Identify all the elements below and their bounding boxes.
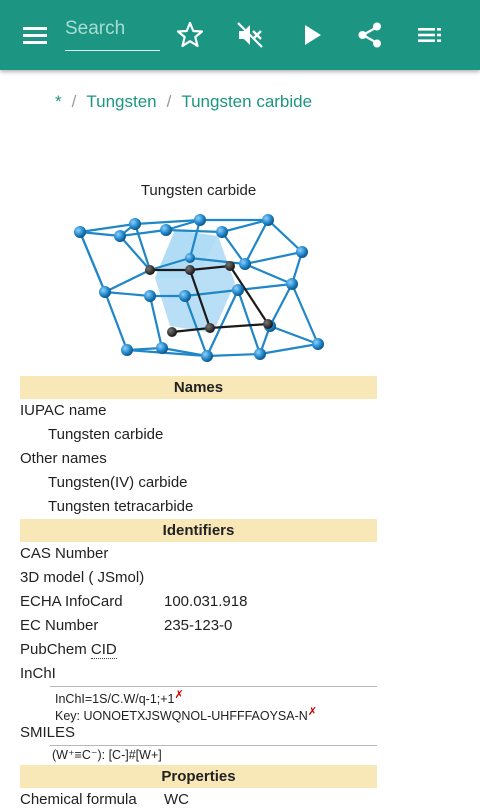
inchi-key-row: Key: UONOETXJSWQNOL-UHFFFAOYSA-N✗ bbox=[20, 704, 377, 724]
inchi-key: Key: UONOETXJSWQNOL-UHFFFAOYSA-N bbox=[55, 709, 308, 724]
divider bbox=[50, 745, 377, 746]
other-name-2: Tungsten tetracarbide bbox=[48, 498, 194, 515]
breadcrumb-tungsten[interactable]: Tungsten bbox=[86, 92, 157, 111]
share-icon[interactable] bbox=[355, 20, 385, 50]
breadcrumb-root[interactable]: * bbox=[55, 92, 62, 111]
menu-icon[interactable] bbox=[20, 20, 50, 50]
echa-label[interactable]: ECHA InfoCard bbox=[20, 593, 123, 610]
echa-value: 100.031.918 bbox=[164, 593, 248, 610]
ec-value: 235-123-0 bbox=[164, 617, 233, 634]
app-bar bbox=[0, 0, 480, 70]
iupac-name-value: Tungsten carbide bbox=[48, 426, 164, 443]
properties-header: Properties bbox=[20, 765, 377, 788]
ec-row: EC Number 235-123-0 bbox=[20, 614, 377, 638]
breadcrumb-separator: / bbox=[166, 92, 172, 111]
inchi-value: InChI=1S/C.W/q-1;+1 bbox=[55, 692, 175, 707]
figure-caption: Tungsten carbide bbox=[140, 182, 257, 199]
volume-off-icon[interactable] bbox=[235, 20, 265, 50]
jsmol-link[interactable]: 3D model ( JSmol) bbox=[20, 569, 145, 586]
cas-number-link[interactable]: CAS Number bbox=[20, 545, 109, 562]
chemical-formula-label[interactable]: Chemical formula bbox=[20, 791, 137, 808]
cid-abbr[interactable]: CID bbox=[90, 641, 117, 659]
identifiers-header: Identifiers bbox=[20, 519, 377, 542]
iupac-name-label: IUPAC name bbox=[20, 402, 107, 419]
smiles-label[interactable]: SMILES bbox=[20, 724, 76, 741]
breadcrumb-separator: / bbox=[71, 92, 77, 111]
molecule-image[interactable] bbox=[70, 208, 330, 363]
star-icon[interactable] bbox=[175, 20, 205, 50]
pubchem-label[interactable]: PubChem bbox=[20, 641, 87, 658]
ec-label[interactable]: EC Number bbox=[20, 617, 99, 634]
search-input[interactable] bbox=[65, 14, 160, 44]
breadcrumb-tungsten-carbide[interactable]: Tungsten carbide bbox=[181, 92, 313, 111]
play-icon[interactable] bbox=[297, 20, 327, 50]
other-name-1: Tungsten(IV) carbide bbox=[48, 474, 188, 491]
smiles-value: (W⁺≡C⁻): [C-]#[W+] bbox=[52, 748, 162, 762]
unverified-mark-icon: ✗ bbox=[174, 689, 184, 701]
inchi-label[interactable]: InChI bbox=[20, 665, 56, 682]
echa-row: ECHA InfoCard 100.031.918 bbox=[20, 590, 377, 614]
other-names-label: Other names bbox=[20, 450, 107, 467]
pubchem-row: PubChem CID bbox=[20, 638, 377, 662]
search-field[interactable] bbox=[65, 14, 160, 51]
inchi-value-row: InChI=1S/C.W/q-1;+1✗ bbox=[20, 687, 377, 707]
list-icon[interactable] bbox=[415, 20, 445, 50]
names-header: Names bbox=[20, 376, 377, 399]
chembox: Names IUPAC name Tungsten carbide Other … bbox=[20, 376, 377, 812]
breadcrumb: * / Tungsten / Tungsten carbide bbox=[55, 92, 312, 112]
divider bbox=[50, 686, 377, 687]
unverified-mark-icon: ✗ bbox=[307, 706, 318, 718]
